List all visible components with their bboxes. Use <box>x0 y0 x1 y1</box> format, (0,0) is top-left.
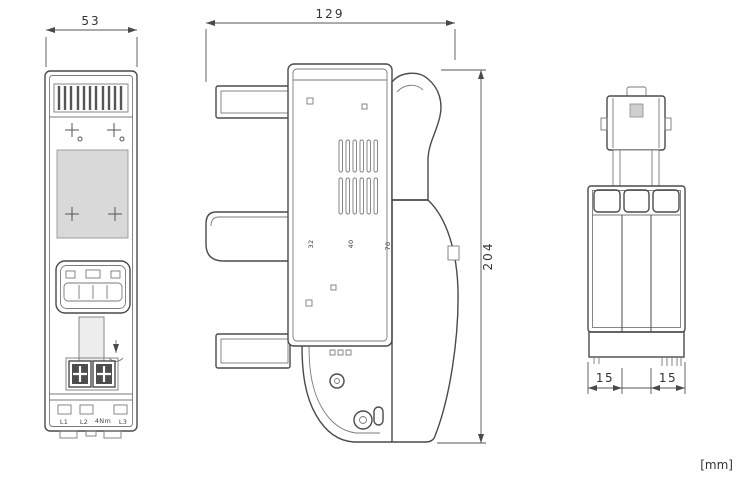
front-body-inner <box>49 75 133 427</box>
side-bottom-assembly <box>301 345 392 443</box>
front-label-torque: 4Nm <box>95 417 111 425</box>
front-width-dim-text: 53 <box>81 14 100 28</box>
side-vent-slots <box>338 139 378 215</box>
front-label-l3: L3 <box>119 418 127 426</box>
front-window <box>78 316 105 362</box>
side-width-dimension: 129 <box>205 7 456 82</box>
front-width-dimension: 53 <box>45 14 138 67</box>
side-view: 129 204 <box>205 7 495 444</box>
side-marking-2: 40 <box>347 240 355 249</box>
side-body-inner <box>292 68 388 342</box>
rear-view: 15 15 <box>587 86 686 394</box>
front-label-l1: L1 <box>60 418 68 426</box>
side-embossed-markings: 32 40 70 <box>307 240 392 251</box>
rear-terminal-knobs <box>593 189 680 213</box>
side-mounting-tab-bottom <box>215 333 291 369</box>
front-connector-block <box>55 260 131 314</box>
rear-main-body <box>587 185 686 333</box>
front-label-panel <box>56 149 129 239</box>
side-mounting-tab-top <box>215 85 291 119</box>
side-width-dim-text: 129 <box>316 7 345 21</box>
rear-bottom-dimensions: 15 15 <box>587 362 686 394</box>
side-latch-tab <box>447 245 460 261</box>
side-marking-1: 32 <box>307 240 315 249</box>
units-label: [mm] <box>700 458 733 472</box>
rear-terminal-comb <box>588 331 685 366</box>
side-marking-3: 70 <box>384 242 392 251</box>
front-vent-grille <box>49 83 133 118</box>
front-bottom-section: L1 L2 4Nm L3 <box>49 393 133 439</box>
side-height-dim-text: 204 <box>481 242 495 271</box>
side-mounting-tab-middle <box>205 211 290 262</box>
rear-dim-left-text: 15 <box>596 371 614 385</box>
front-release-arrow-icon <box>108 340 124 362</box>
side-body-outline <box>287 63 393 347</box>
front-alignment-crosses <box>65 123 125 221</box>
side-height-dimension: 204 <box>437 69 495 444</box>
side-detail-marks <box>305 97 368 307</box>
side-ribbed-cover <box>391 199 459 443</box>
rear-dim-right-text: 15 <box>659 371 677 385</box>
front-label-l2: L2 <box>80 418 88 426</box>
rear-top-connector <box>600 86 672 187</box>
front-view: 53 <box>44 14 138 439</box>
side-top-cover-hook <box>391 72 442 201</box>
front-terminal-screws <box>65 357 119 391</box>
